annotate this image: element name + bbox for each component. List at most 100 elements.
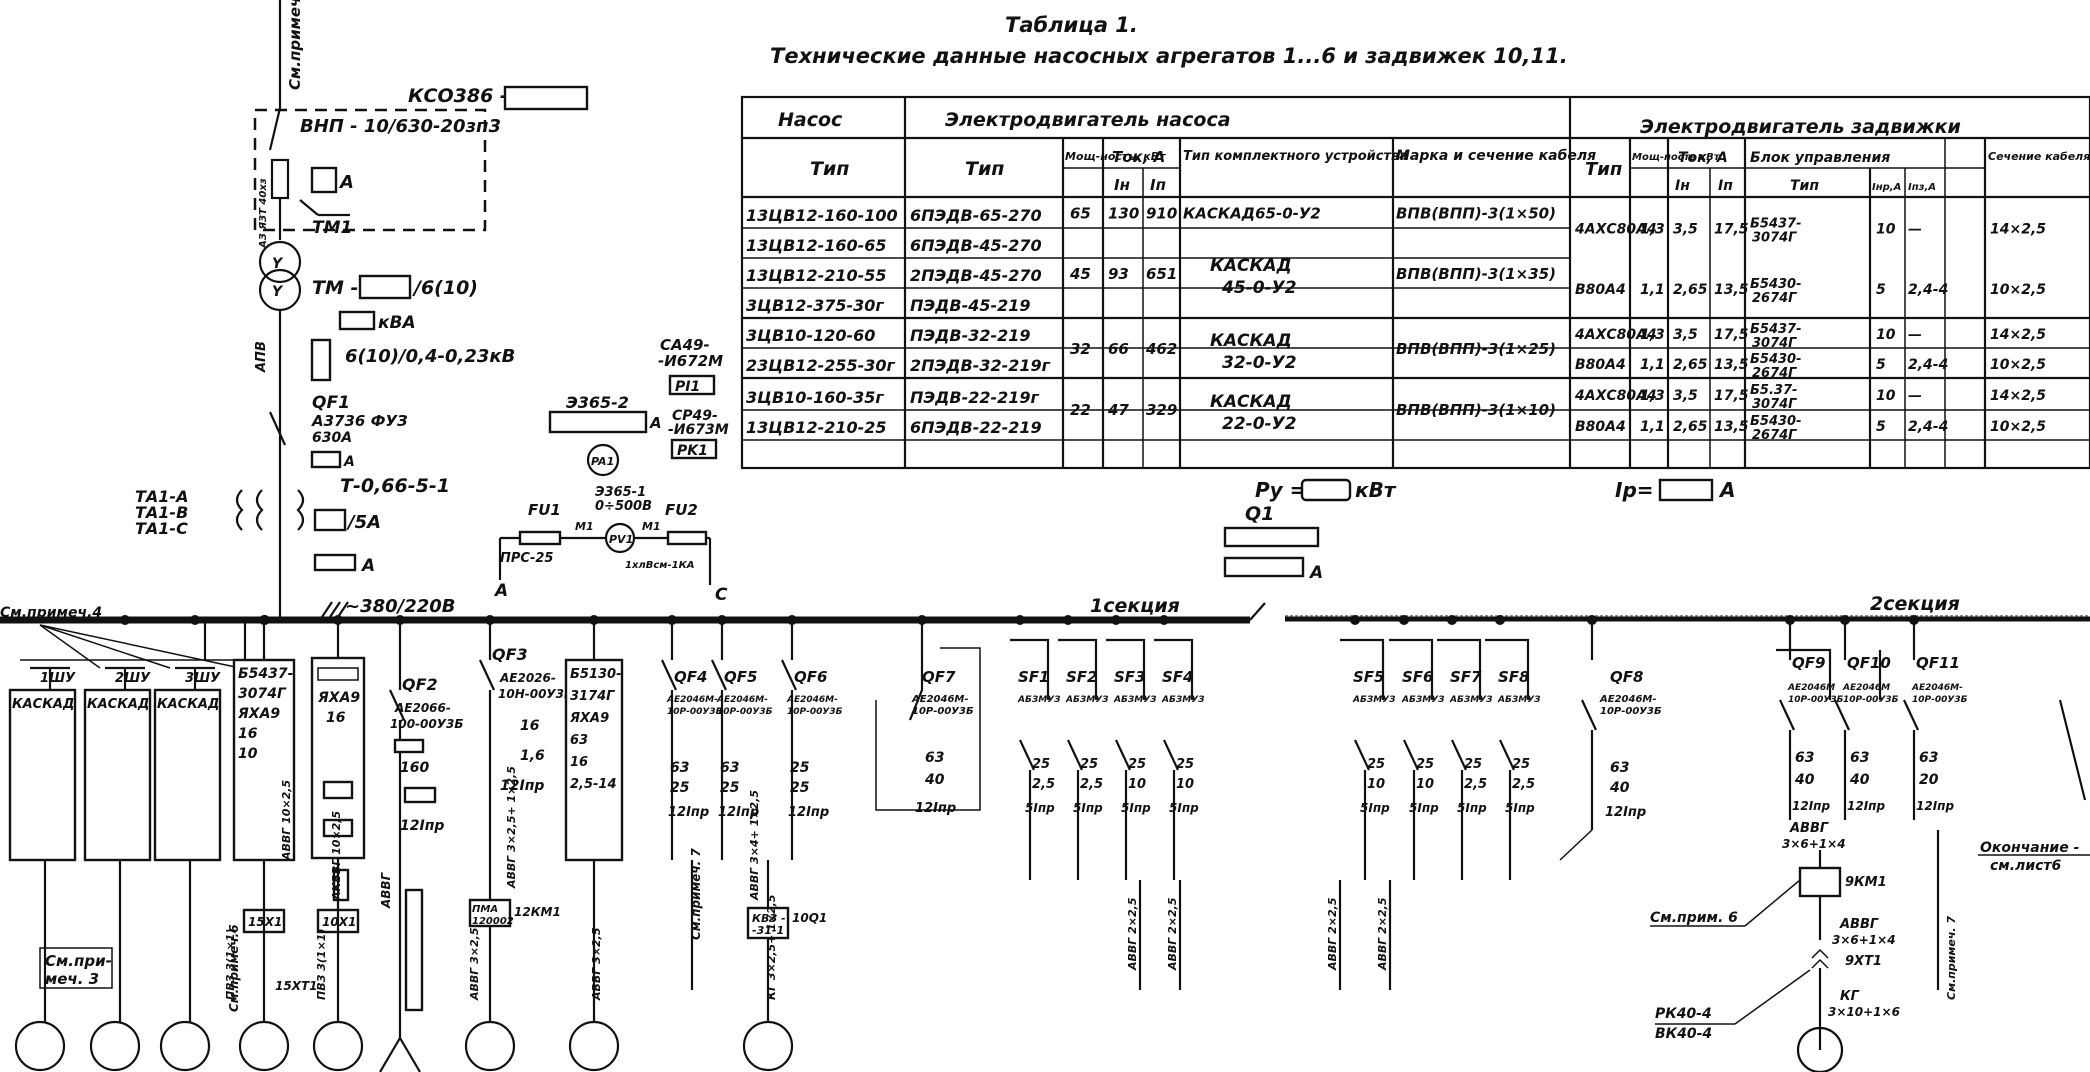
- disconnector: [268, 107, 282, 151]
- b5130-text: 3174Г: [570, 689, 615, 704]
- qf2-text: АЕ2066-: [394, 701, 451, 715]
- breaker-switch: [1354, 739, 1370, 771]
- kva-label: кВА: [378, 313, 416, 333]
- pump-power-cell: 65: [1070, 205, 1091, 223]
- qf-text: 10Р-00У3Б: [717, 707, 773, 717]
- qf-label: QF9: [1792, 654, 1825, 672]
- col-motor-type: Тип: [965, 158, 1004, 180]
- cable-label: АВВГ 2×2,5: [1126, 897, 1139, 971]
- qf1-value-box: [310, 450, 342, 469]
- vk-label: ВК40-4: [1655, 1026, 1712, 1042]
- valve-block-cell: Б5430-: [1750, 352, 1802, 367]
- valve-in-cell: 2,65: [1673, 419, 1708, 435]
- pump-in-cell: 66: [1108, 340, 1129, 358]
- e-range-label: 0÷500В: [595, 499, 652, 514]
- qf-text: АЕ2046М-: [1911, 683, 1963, 693]
- valve-power-cell: 1,3: [1640, 222, 1665, 238]
- q1-box-2: [1223, 556, 1305, 578]
- ivs-label: 1хлВсм-1КА: [625, 560, 694, 571]
- pma-label: 120002: [472, 916, 514, 927]
- valve-ip-cell: 17,5: [1714, 222, 1749, 238]
- qf2-box: [393, 738, 425, 754]
- qf3-text: 1,6: [520, 748, 545, 764]
- e365-box: [548, 410, 648, 434]
- b5437-text: 3074Г: [238, 686, 287, 702]
- valve-type-cell: 4АХС80А4: [1574, 327, 1657, 343]
- yaxa4-label: 16: [326, 710, 346, 726]
- valve-inr-cell: 5: [1876, 282, 1886, 298]
- cr2-label: -И673М: [668, 422, 729, 438]
- cable-label: АВВГ 3×2,5: [590, 927, 603, 1001]
- ammeter-a: А: [360, 556, 375, 576]
- ip-value-box: [1658, 478, 1714, 502]
- note7b-label: См.примеч. 7: [1945, 916, 1958, 1000]
- pma-label: ПМА: [472, 904, 498, 915]
- kvz-label: КВЗ -: [752, 912, 786, 925]
- rk-label: РК40-4: [1655, 1006, 1712, 1022]
- pk1-box: [670, 438, 718, 460]
- motor-type-cell: 2ПЭДВ-45-270: [910, 266, 1042, 285]
- incomer-section: См.примеч.1 КСО386 - ВНП - 10/630-20зп3 …: [135, 0, 589, 621]
- x10-label: 10Х1: [322, 915, 356, 929]
- a3736-label: А3736 ФУЗ: [311, 412, 408, 430]
- qf-text: 40: [1794, 772, 1815, 788]
- col-power: Мощ-ность, кВт: [1065, 150, 1166, 163]
- breaker-switch: [1403, 739, 1419, 771]
- sf-text: АБЗМУЗ: [1352, 695, 1396, 705]
- ta1b-label: ТА1-В: [135, 503, 188, 522]
- qf7-switch: [908, 660, 924, 721]
- sf-text: 25: [1416, 757, 1434, 772]
- qf-text: 12Iпр: [1847, 799, 1885, 813]
- note3-label: меч. 3: [45, 970, 99, 988]
- cable-label: АВВГ 2×2,5: [1326, 897, 1339, 971]
- pump-type-cell: 23ЦВ12-255-30г: [746, 356, 896, 375]
- col-ip: Iп: [1150, 176, 1166, 194]
- cable-cell: ВПВ(ВПП)-3(1×25): [1396, 340, 1556, 358]
- sf-text: АБЗМУЗ: [1113, 695, 1157, 705]
- valve-ip-cell: 17,5: [1714, 388, 1749, 404]
- qf-text: 12Iпр: [1916, 799, 1954, 813]
- phase-a: А: [493, 581, 508, 601]
- voltage-label: 6(10)/0,4-0,23кВ: [345, 346, 515, 367]
- fu1-label: FU1: [528, 501, 561, 519]
- qf7-text: 12Iпр: [915, 801, 956, 816]
- qf-text: 40: [1849, 772, 1870, 788]
- qf8-text: 63: [1610, 760, 1629, 776]
- qf-text: 63: [670, 760, 689, 776]
- cable-label: ПВЗ 3(1×1): [315, 929, 328, 1000]
- sf-text: 10: [1367, 777, 1385, 792]
- a-label: А: [338, 172, 354, 193]
- kaskad-cabinet: [8, 688, 77, 862]
- qf8-text: АЕ2046М-: [1599, 694, 1657, 705]
- kvz-label: -31-1: [752, 924, 784, 937]
- section2-label: 2секция: [1870, 593, 1960, 615]
- motor-type-cell: 6ПЭДВ-22-219: [910, 418, 1042, 437]
- qf-text: 12Iпр: [788, 805, 829, 820]
- kaskad-cabinet: [83, 688, 152, 862]
- b5130-block: [564, 658, 624, 862]
- pump-in-cell: 47: [1107, 401, 1129, 419]
- sf-text: 5Iпр: [1360, 801, 1390, 815]
- sf-text: 5Iпр: [1409, 801, 1439, 815]
- breaker-switch: [1499, 739, 1515, 771]
- az-label: АЗ ЯЗТ 40хз: [258, 178, 269, 249]
- valve-ip-cell: 17,5: [1714, 327, 1749, 343]
- ta1a-label: ТА1-А: [135, 487, 188, 506]
- qf2-label: QF2: [402, 675, 438, 694]
- pump-in-cell: 130: [1108, 205, 1139, 223]
- m1-label: М1: [575, 520, 594, 533]
- qf3-text: 16: [520, 718, 540, 734]
- svg-text:Y: Y: [272, 256, 284, 272]
- qf2-text: 100-00У3Б: [390, 717, 463, 731]
- yaxa4-inner: [322, 780, 354, 800]
- pump-ip-cell: 329: [1146, 401, 1177, 419]
- pump-in-cell: 93: [1108, 265, 1129, 283]
- breaker-switch: [1163, 739, 1179, 771]
- valve-in-cell: 3,5: [1673, 388, 1698, 404]
- table-title: Таблица 1.: [1005, 13, 1138, 37]
- device-cell: 32-0-У2: [1222, 353, 1297, 373]
- sf-label: SF1: [1018, 668, 1050, 686]
- sf-label: SF6: [1402, 668, 1434, 686]
